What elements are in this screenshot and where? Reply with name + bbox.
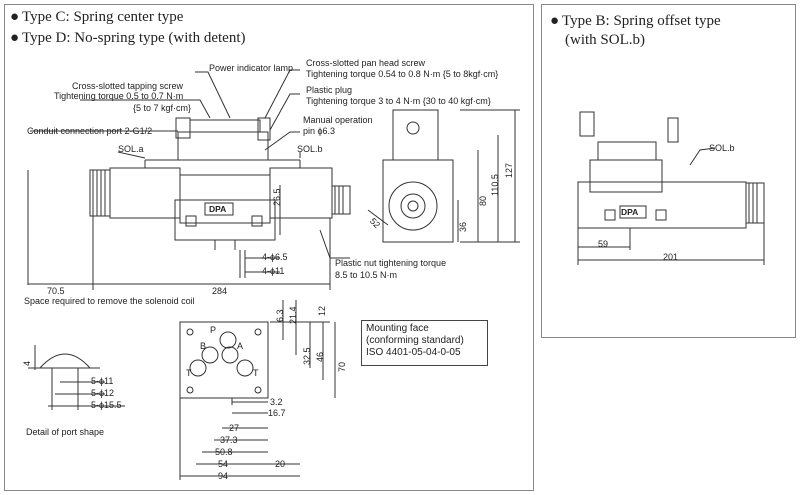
tapping-screw-label-3: {5 to 7 kgf·cm}: [133, 103, 192, 113]
brand-label-right: DPA: [621, 207, 639, 217]
dim-27: 27: [229, 423, 240, 433]
dim-5-15-5: 5-ϕ15.5: [91, 400, 122, 410]
dim-70-5: 70.5: [47, 286, 65, 296]
mounting-face-box: Mounting face (conforming standard) ISO …: [361, 320, 488, 366]
junction-box-shape: [177, 131, 269, 161]
heading-type-d: ●Type D: No-spring type (with detent): [10, 30, 246, 46]
sol-b-label: SOL.b: [297, 144, 323, 154]
manual-op-label-1: Manual operation: [303, 115, 373, 125]
dim-21-4: 21.4: [288, 306, 298, 324]
t-mark-left: [185, 215, 197, 227]
dim-127: 127: [504, 162, 514, 178]
dim-54: 54: [218, 459, 229, 469]
dim-70: 70: [337, 361, 347, 372]
sol-b-right-label: SOL.b: [709, 143, 735, 153]
sol-a-label: SOL.a: [118, 144, 144, 154]
plastic-plug-label-2: Tightening torque 3 to 4 N·m {30 to 40 k…: [306, 96, 491, 106]
dim-59: 59: [598, 239, 609, 249]
mounting-face-shape: [179, 321, 269, 399]
dim-50-8: 50.8: [215, 447, 233, 457]
end-top-shape: [392, 109, 439, 161]
heading-type-b: ●Type B: Spring offset type: [550, 13, 721, 29]
dim-16-7: 16.7: [268, 408, 286, 418]
heading-type-c: ●Type C: Spring center type: [10, 9, 184, 25]
end-coil-circle: [388, 181, 438, 231]
port-t1-label: T: [186, 368, 192, 378]
dim-94: 94: [218, 471, 229, 481]
dim-4-11: 4-ϕ11: [262, 266, 285, 276]
conduit-port-shape: [175, 117, 191, 139]
power-lamp-label: Power indicator lamp: [209, 63, 294, 73]
dim-80: 80: [478, 195, 488, 206]
dim-4: 4: [22, 360, 32, 366]
left-coil-shape: [109, 167, 181, 219]
tapping-screw-label-2: Tightening torque 0.5 to 0.7 N·m: [54, 91, 184, 101]
dim-201: 201: [663, 252, 679, 262]
dim-12: 12: [317, 305, 327, 316]
port-b-circle: [201, 346, 219, 364]
port-a-label: A: [237, 341, 244, 351]
conduit-label: Conduit connection port 2-G1/2: [27, 126, 153, 136]
dim-4-6-5: 4-ϕ6.5: [262, 252, 288, 262]
bullet-icon: ●: [550, 13, 560, 29]
bullet-icon: ●: [10, 30, 20, 46]
port-a-circle: [221, 346, 239, 364]
port-t2-circle: [236, 359, 254, 377]
typeb-nut-shape: [745, 182, 765, 224]
port-t1-circle: [189, 359, 207, 377]
dim-110-5: 110.5: [490, 174, 500, 196]
dim-37-3: 37.3: [220, 435, 238, 445]
dim-284: 284: [212, 286, 228, 296]
nut-label-2: 8.5 to 10.5 N·m: [335, 270, 398, 280]
port-b-label: B: [200, 341, 207, 351]
dim-20: 20: [275, 459, 286, 469]
tapping-screw-label-1: Cross-slotted tapping screw: [72, 81, 184, 91]
dim-46: 46: [315, 351, 325, 362]
space-note: Space required to remove the solenoid co…: [24, 296, 195, 306]
panel-type-b: [541, 4, 796, 338]
brand-plate: [204, 202, 234, 216]
dim-5-11: 5-ϕ11: [91, 376, 114, 386]
nut-label-1: Plastic nut tightening torque: [335, 258, 447, 268]
port-p-label: P: [210, 325, 217, 335]
right-nut-shape: [331, 185, 351, 215]
typeb-top-shape: [597, 141, 657, 161]
plastic-plug-label-1: Plastic plug: [306, 85, 353, 95]
dim-36: 36: [458, 221, 468, 232]
pan-screw-label-1: Cross-slotted pan head screw: [306, 58, 426, 68]
port-t2-label: T: [253, 368, 259, 378]
dim-32-5: 32.5: [302, 347, 312, 365]
pan-screw-label-2: Tightening torque 0.54 to 0.8 N·m {5 to …: [306, 69, 499, 79]
typeb-junction-shape: [589, 159, 663, 193]
dim-3-2: 3.2: [270, 397, 283, 407]
dim-6-3: 6.3: [275, 309, 285, 322]
port-p-circle: [219, 331, 237, 349]
base-block-shape: [174, 199, 276, 241]
port-detail-label: Detail of port shape: [26, 427, 105, 437]
dim-26-5: 26.5: [272, 188, 282, 206]
top-cover-shape: [189, 119, 261, 133]
manual-op-label-2: pin ϕ6.3: [303, 126, 336, 136]
brand-label: DPA: [209, 204, 227, 214]
panel-type-c-d: [4, 4, 534, 491]
port-detail-shape: [39, 353, 91, 369]
dim-5-12: 5-ϕ12: [91, 388, 115, 398]
t-mark-right: [251, 215, 263, 227]
bullet-icon: ●: [10, 9, 20, 25]
heading-type-b-sub: (with SOL.b): [565, 32, 645, 48]
typeb-conduit-shape: [579, 111, 595, 137]
typeb-lamp-shape: [667, 117, 679, 143]
